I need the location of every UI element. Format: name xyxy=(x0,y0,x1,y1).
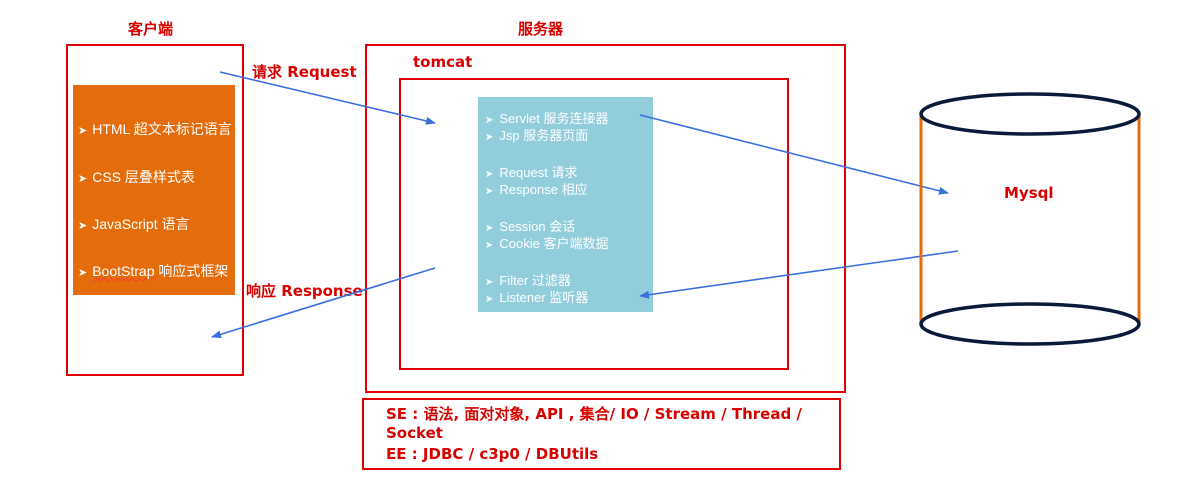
chevron-right-icon: ➤ xyxy=(485,294,494,305)
request-arrow xyxy=(219,71,436,125)
chevron-right-icon: ➤ xyxy=(485,132,494,143)
chevron-right-icon: ➤ xyxy=(485,186,494,197)
chevron-right-icon: ➤ xyxy=(485,277,494,288)
server-item-filter: ➤Filter 过滤器 xyxy=(485,273,571,288)
server-components-panel: ➤Servlet 服务连接器 ➤Jsp 服务器页面 ➤Request 请求 ➤R… xyxy=(478,97,653,312)
server-title: 服务器 xyxy=(518,20,564,38)
server-item-session: ➤Session 会话 xyxy=(485,219,576,234)
client-tech-panel: ➤HTML 超文本标记语言 ➤CSS 层叠样式表 ➤JavaScript 语言 … xyxy=(73,85,235,295)
client-item-html: ➤HTML 超文本标记语言 xyxy=(78,121,232,137)
client-title: 客户端 xyxy=(128,20,174,38)
tomcat-label: tomcat xyxy=(413,53,473,71)
server-item-servlet: ➤Servlet 服务连接器 xyxy=(485,111,609,126)
tech-se-line-continued: Socket xyxy=(386,424,443,442)
database-cylinder-icon xyxy=(919,92,1141,346)
chevron-right-icon: ➤ xyxy=(485,223,494,234)
chevron-right-icon: ➤ xyxy=(485,115,494,126)
client-item-bootstrap: ➤BootStrap 响应式框架 xyxy=(78,263,229,279)
tech-se-line: SE : 语法, 面对对象, API , 集合/ IO / Stream / T… xyxy=(386,405,802,423)
server-item-cookie: ➤Cookie 客户端数据 xyxy=(485,236,609,251)
server-item-response: ➤Response 相应 xyxy=(485,182,588,197)
server-item-jsp: ➤Jsp 服务器页面 xyxy=(485,128,589,143)
tomcat-box xyxy=(399,78,789,370)
client-box xyxy=(66,44,244,376)
response-label: 响应 Response xyxy=(246,282,363,300)
chevron-right-icon: ➤ xyxy=(78,267,88,279)
server-item-request: ➤Request 请求 xyxy=(485,165,578,180)
chevron-right-icon: ➤ xyxy=(485,169,494,180)
mysql-to-listener-arrow xyxy=(639,250,959,299)
request-label: 请求 Request xyxy=(252,63,357,81)
client-item-css: ➤CSS 层叠样式表 xyxy=(78,169,195,185)
tech-ee-line: EE : JDBC / c3p0 / DBUtils xyxy=(386,445,599,463)
server-item-listener: ➤Listener 监听器 xyxy=(485,290,589,305)
tech-stack-box: SE : 语法, 面对对象, API , 集合/ IO / Stream / T… xyxy=(362,398,841,470)
client-item-javascript: ➤JavaScript 语言 xyxy=(78,216,190,232)
chevron-right-icon: ➤ xyxy=(78,125,88,137)
chevron-right-icon: ➤ xyxy=(78,220,88,232)
servlet-to-mysql-arrow xyxy=(639,114,949,195)
chevron-right-icon: ➤ xyxy=(78,173,88,185)
database-label: Mysql xyxy=(1004,184,1054,202)
response-arrow xyxy=(211,267,436,339)
chevron-right-icon: ➤ xyxy=(485,240,494,251)
server-box xyxy=(365,44,846,393)
